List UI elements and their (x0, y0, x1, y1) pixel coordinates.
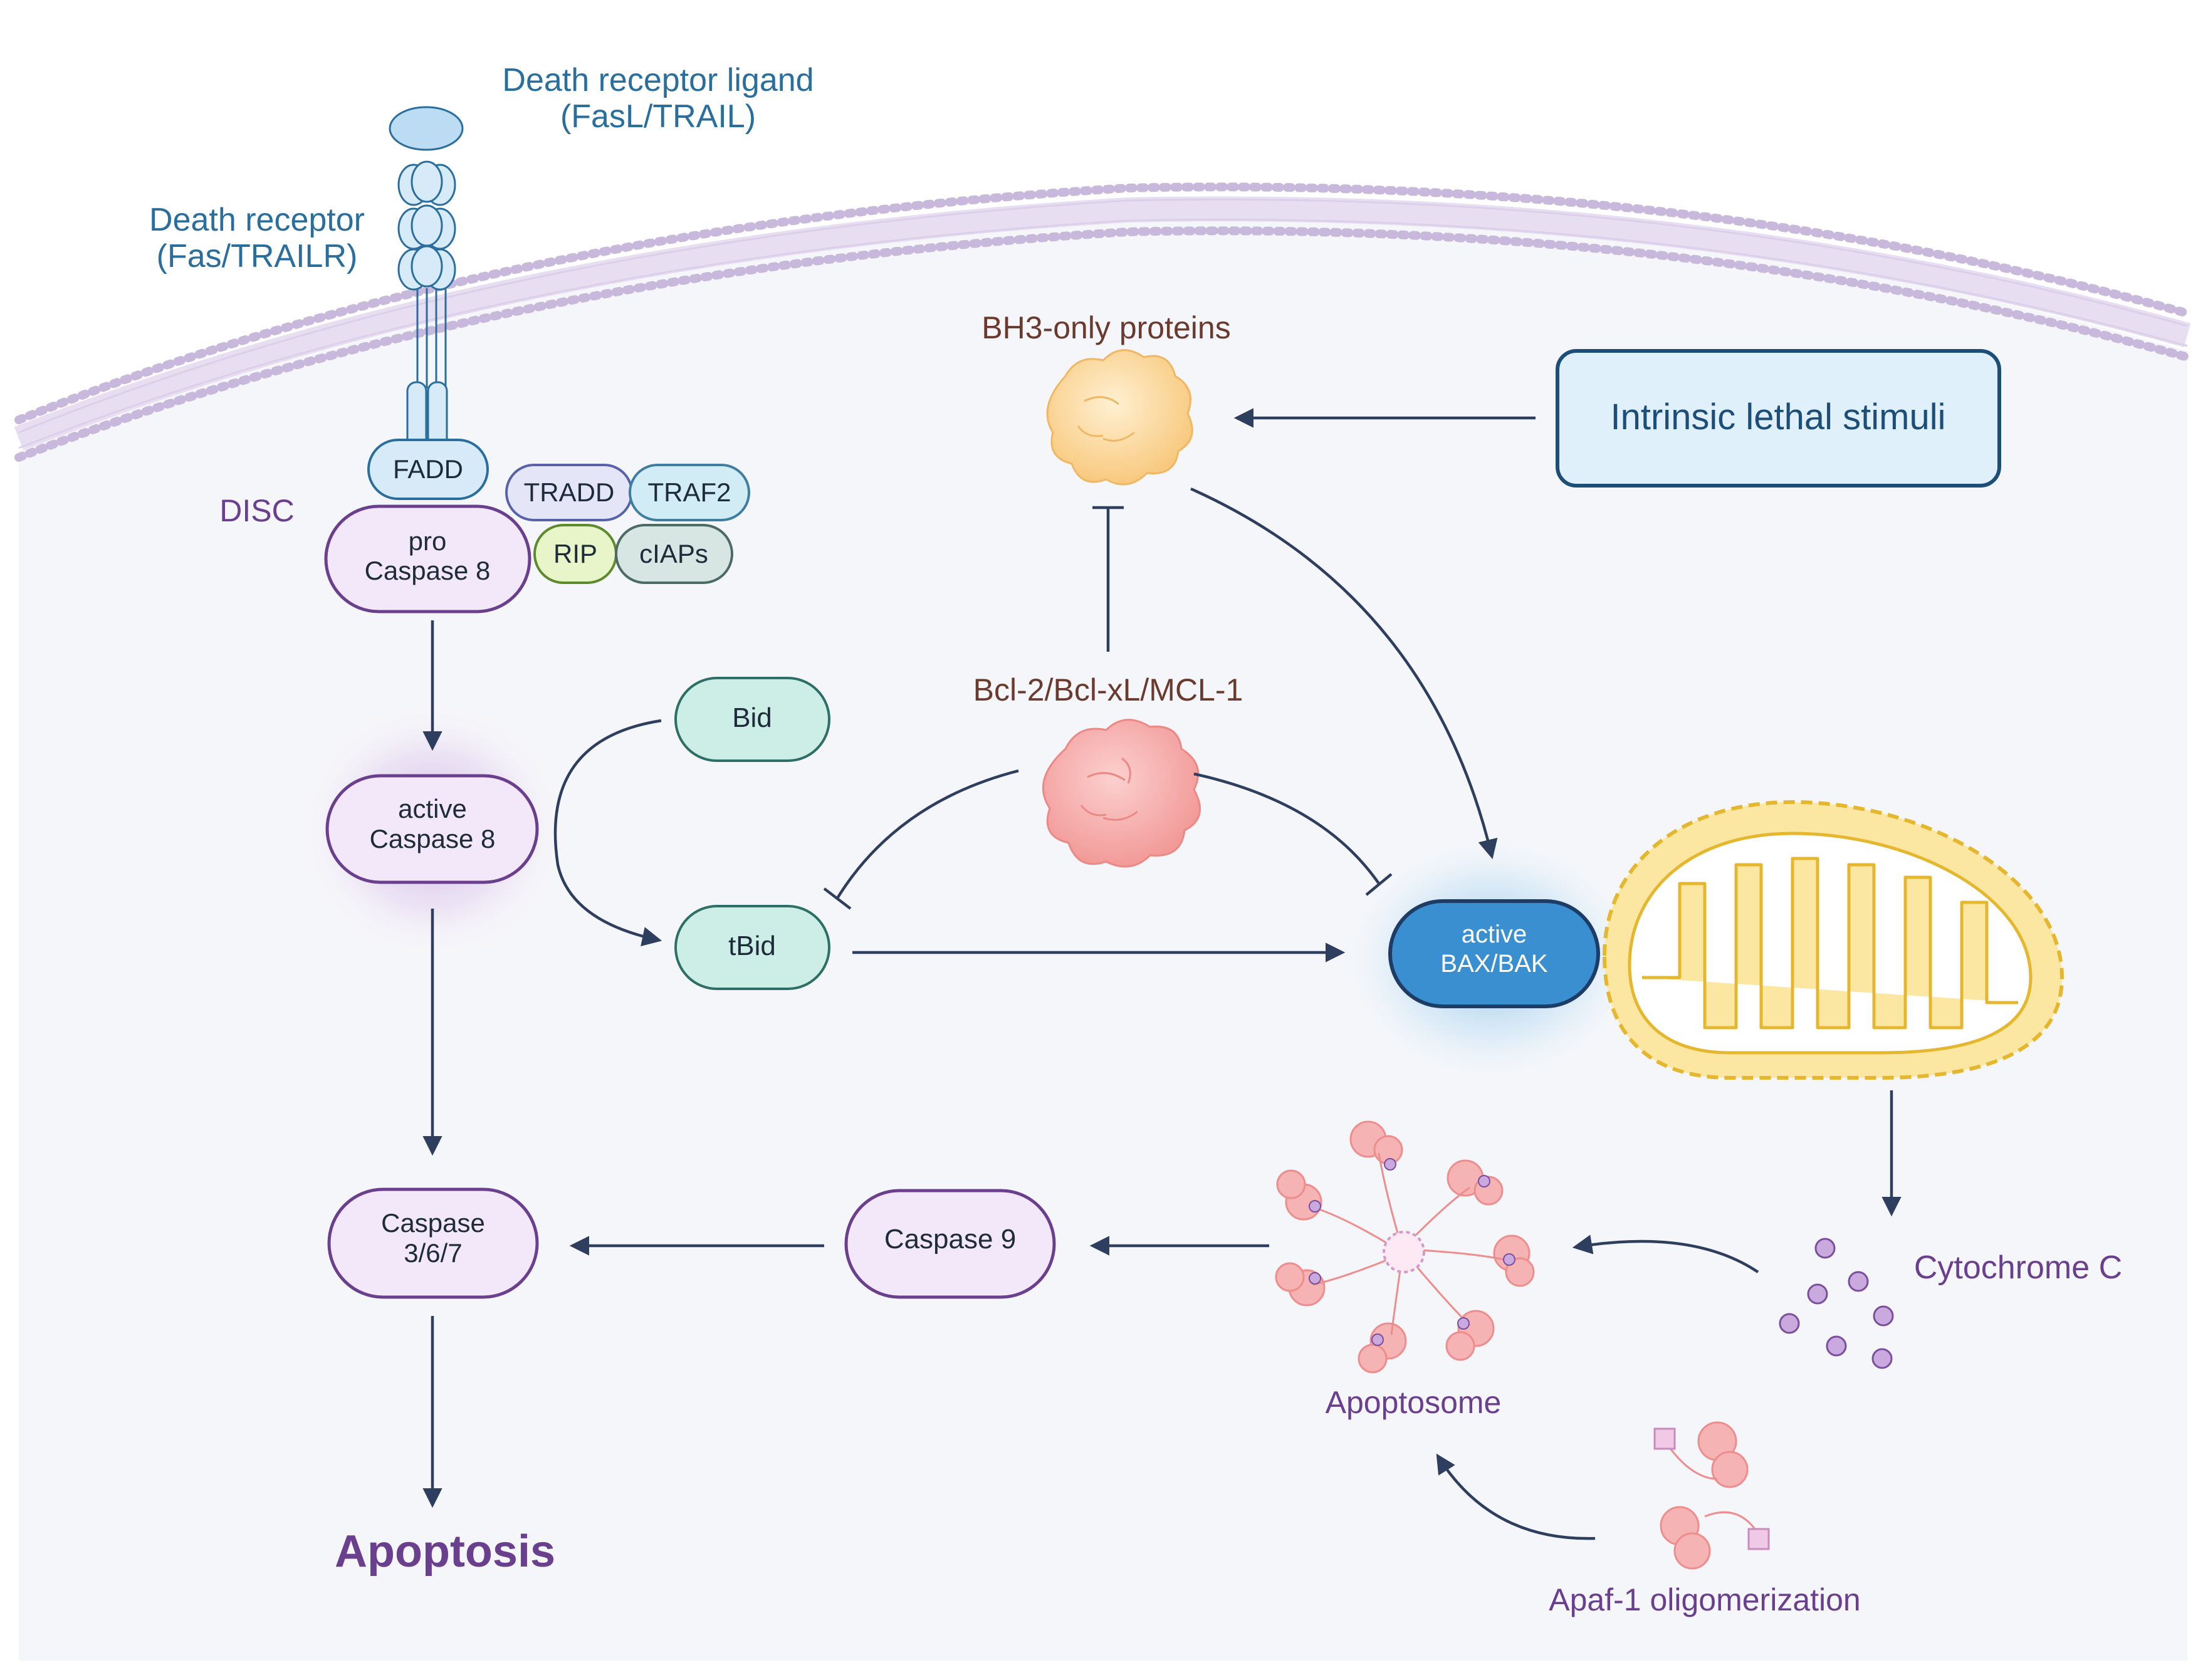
active-caspase8-node (325, 774, 539, 884)
bid-node (674, 677, 830, 762)
tradd-label: TRADD (524, 477, 615, 507)
caspase9-label: Caspase 9 (884, 1224, 1016, 1255)
cytochrome-c-icon (1779, 1238, 1894, 1369)
apaf1-label: Apaf-1 oligomerization (1549, 1582, 1861, 1617)
arrow-bid-to-tbid (553, 719, 662, 947)
inhibition-lines (823, 506, 1393, 910)
rip-label: RIP (553, 539, 597, 568)
disc-label: DISC (219, 493, 294, 528)
caspase367-label-line2: 3/6/7 (404, 1238, 462, 1268)
fadd-node (367, 439, 489, 500)
caspase367-label-line1: Caspase (381, 1208, 485, 1238)
active-caspase8-label-line2: Caspase 8 (370, 824, 496, 853)
pro-caspase8-node (324, 504, 531, 613)
pro-caspase8-label-line2: Caspase 8 (365, 556, 491, 585)
traf2-label: TRAF2 (647, 477, 731, 507)
tbid-node (674, 905, 830, 990)
traf2-node (629, 464, 750, 521)
baxbak-label-line2: BAX/BAK (1440, 950, 1548, 978)
ciaps-label: cIAPs (639, 539, 708, 568)
inhibit-bcl2-to-baxbak (1193, 772, 1380, 885)
apoptosome-icon (1275, 1120, 1535, 1374)
apaf1-icon (1653, 1421, 1770, 1570)
bcl2-protein-icon (1042, 719, 1201, 868)
receptor-label-line2: (Fas/TRAILR) (157, 238, 358, 274)
baxbak-node (1388, 899, 1600, 1008)
apoptosome-label: Apoptosome (1326, 1385, 1502, 1420)
cytochrome-label: Cytochrome C (1914, 1250, 2122, 1286)
arrow-bh3-to-baxbak (1190, 487, 1498, 860)
caspase367-node (327, 1187, 539, 1299)
tbid-label: tBid (728, 931, 776, 961)
intrinsic-stimuli-label: Intrinsic lethal stimuli (1610, 397, 1945, 437)
receptor-label-line1: Death receptor (149, 202, 365, 238)
ligand-label-line1: Death receptor ligand (502, 62, 814, 98)
bh3-protein-icon (1046, 349, 1193, 486)
caspase9-node (844, 1189, 1056, 1299)
arrows (422, 408, 1902, 1540)
baxbak-label-line1: active (1462, 921, 1527, 948)
active-caspase8-label-line1: active (398, 794, 467, 823)
inhibit-bcl2-to-tbid (835, 769, 1019, 900)
cell-membrane (14, 182, 2192, 462)
mitochondrion-icon (1602, 800, 2064, 1080)
arrow-cytochrome-to-apoptosome (1572, 1234, 1759, 1273)
death-receptor-ligand-icon (389, 106, 464, 151)
intrinsic-stimuli-box (1556, 349, 2001, 488)
arrow-apaf1-to-apoptosome (1436, 1453, 1596, 1540)
ligand-label-line2: (FasL/TRAIL) (560, 98, 756, 135)
ciaps-node (615, 524, 733, 584)
pro-caspase8-label-line1: pro (409, 526, 447, 556)
death-receptor-icon (397, 160, 456, 452)
fadd-label: FADD (393, 454, 463, 484)
apoptosis-label: Apoptosis (335, 1526, 555, 1577)
bcl2-label: Bcl-2/Bcl-xL/MCL-1 (973, 672, 1243, 707)
bh3-label: BH3-only proteins (981, 310, 1230, 345)
bid-label: Bid (732, 702, 772, 733)
